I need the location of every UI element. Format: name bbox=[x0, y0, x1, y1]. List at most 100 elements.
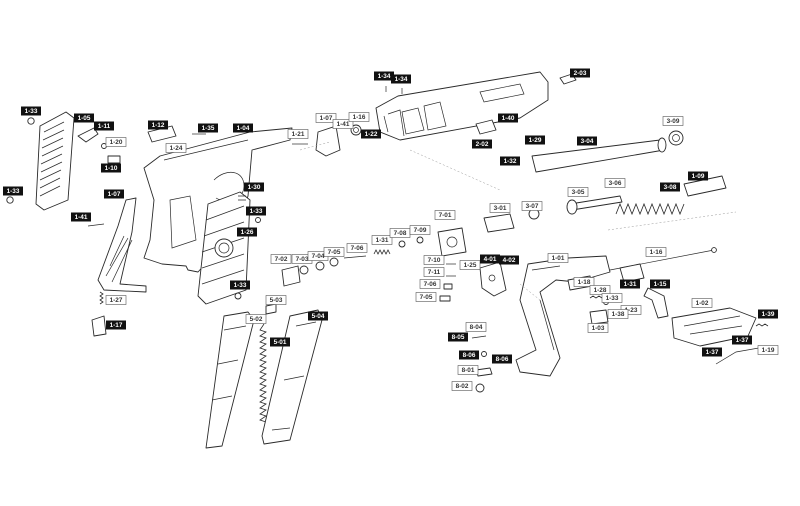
part-label-text: 3-09 bbox=[667, 118, 680, 125]
small-pins-column bbox=[439, 263, 456, 302]
part-label-text: 1-25 bbox=[464, 262, 477, 269]
part-label: 1-15 bbox=[650, 279, 670, 289]
part-label: 2-02 bbox=[472, 139, 492, 149]
part-label-box bbox=[607, 309, 629, 319]
part-label-box bbox=[645, 247, 667, 257]
part-label: 5-01 bbox=[270, 337, 290, 347]
part-label: 7-01 bbox=[434, 210, 456, 220]
part-label-text: 1-34 bbox=[378, 73, 391, 80]
part-label-box bbox=[148, 120, 168, 130]
part-label-box bbox=[101, 163, 121, 173]
part-label-text: 1-33 bbox=[606, 295, 619, 302]
part-label-box bbox=[348, 112, 370, 122]
part-label: 1-34 bbox=[391, 74, 411, 84]
part-label: 3-06 bbox=[604, 178, 626, 188]
part-label: 1-02 bbox=[691, 298, 713, 308]
part-label-text: 8-05 bbox=[452, 334, 465, 341]
part-label-box bbox=[472, 139, 492, 149]
part-label-box bbox=[604, 178, 626, 188]
part-label-text: 1-31 bbox=[624, 281, 637, 288]
outer-barrel bbox=[531, 137, 667, 173]
part-label-text: 1-41 bbox=[75, 214, 88, 221]
part-label-text: 7-05 bbox=[328, 249, 341, 256]
part-label-box bbox=[308, 311, 328, 321]
part-label-text: 1-21 bbox=[292, 131, 305, 138]
part-label-text: 8-02 bbox=[456, 383, 469, 390]
part-label-box bbox=[361, 129, 381, 139]
part-label-box bbox=[104, 189, 124, 199]
part-label-box bbox=[480, 254, 500, 264]
part-label: 8-06 bbox=[459, 350, 479, 360]
part-label-text: 7-06 bbox=[424, 281, 437, 288]
part-label-box bbox=[577, 136, 597, 146]
part-label-text: 1-19 bbox=[762, 347, 775, 354]
screw-low bbox=[234, 292, 242, 300]
part-label-box bbox=[732, 335, 752, 345]
part-label: 1-28 bbox=[589, 285, 611, 295]
valve-stem bbox=[343, 255, 367, 259]
part-label-box bbox=[691, 298, 713, 308]
part-label-box bbox=[423, 267, 445, 277]
part-label-text: 1-07 bbox=[320, 115, 333, 122]
part-label: 1-11 bbox=[94, 121, 114, 131]
part-label-box bbox=[391, 74, 411, 84]
part-label: 1-34 bbox=[374, 71, 394, 81]
part-label: 7-06 bbox=[419, 279, 441, 289]
hammer-assembly bbox=[479, 261, 507, 297]
part-label-text: 1-20 bbox=[110, 139, 123, 146]
hop-up-block bbox=[483, 213, 515, 233]
magazine-left-half bbox=[205, 311, 255, 449]
part-label-text: 1-29 bbox=[529, 137, 542, 144]
part-label-text: 5-04 bbox=[312, 313, 325, 320]
part-label-box bbox=[198, 123, 218, 133]
part-label-text: 1-15 bbox=[654, 281, 667, 288]
o-ring-1 bbox=[299, 265, 309, 275]
part-label: 8-02 bbox=[451, 381, 473, 391]
part-label-box bbox=[492, 354, 512, 364]
part-label: 7-06 bbox=[346, 243, 368, 253]
barrel-bushing bbox=[668, 130, 684, 146]
part-label-box bbox=[448, 332, 468, 342]
part-label: 1-33 bbox=[601, 293, 623, 303]
part-label-box bbox=[287, 129, 309, 139]
part-label: 7-08 bbox=[389, 228, 411, 238]
part-label-box bbox=[589, 285, 611, 295]
part-label-text: 1-40 bbox=[502, 115, 515, 122]
part-label-box bbox=[3, 186, 23, 196]
part-label-text: 1-10 bbox=[105, 165, 118, 172]
part-label: 1-07 bbox=[315, 113, 337, 123]
recoil-spring bbox=[615, 202, 685, 216]
part-label: 3-01 bbox=[489, 203, 511, 213]
part-label-box bbox=[521, 201, 543, 211]
part-label-box bbox=[500, 156, 520, 166]
part-label-text: 4-01 bbox=[484, 256, 497, 263]
part-label: 5-02 bbox=[245, 314, 267, 324]
part-label-box bbox=[587, 323, 609, 333]
part-label: 8-06 bbox=[492, 354, 512, 364]
part-label: 1-37 bbox=[702, 347, 722, 357]
part-label-text: 1-02 bbox=[696, 300, 709, 307]
part-label-text: 1-31 bbox=[376, 237, 389, 244]
valve-cylinder bbox=[281, 265, 301, 287]
part-label-text: 8-06 bbox=[496, 356, 509, 363]
part-label-box bbox=[620, 279, 640, 289]
small-spring-right bbox=[755, 323, 769, 327]
part-label: 2-03 bbox=[570, 68, 590, 78]
part-label: 5-03 bbox=[265, 295, 287, 305]
part-label-text: 1-39 bbox=[762, 311, 775, 318]
part-label-text: 3-04 bbox=[581, 138, 594, 145]
part-label-text: 1-37 bbox=[736, 337, 749, 344]
backstrap-part bbox=[97, 197, 147, 293]
grip-screw-lower bbox=[6, 196, 14, 204]
block-1-03 bbox=[589, 309, 609, 325]
part-label: 1-27 bbox=[105, 295, 127, 305]
inner-barrel bbox=[566, 195, 623, 215]
part-label-text: 7-08 bbox=[394, 230, 407, 237]
part-label: 1-22 bbox=[361, 129, 381, 139]
part-label-box bbox=[106, 320, 126, 330]
left-grip-panel bbox=[35, 111, 75, 211]
part-label-text: 7-03 bbox=[296, 256, 309, 263]
washer-small bbox=[398, 240, 406, 248]
part-label-box bbox=[465, 322, 487, 332]
